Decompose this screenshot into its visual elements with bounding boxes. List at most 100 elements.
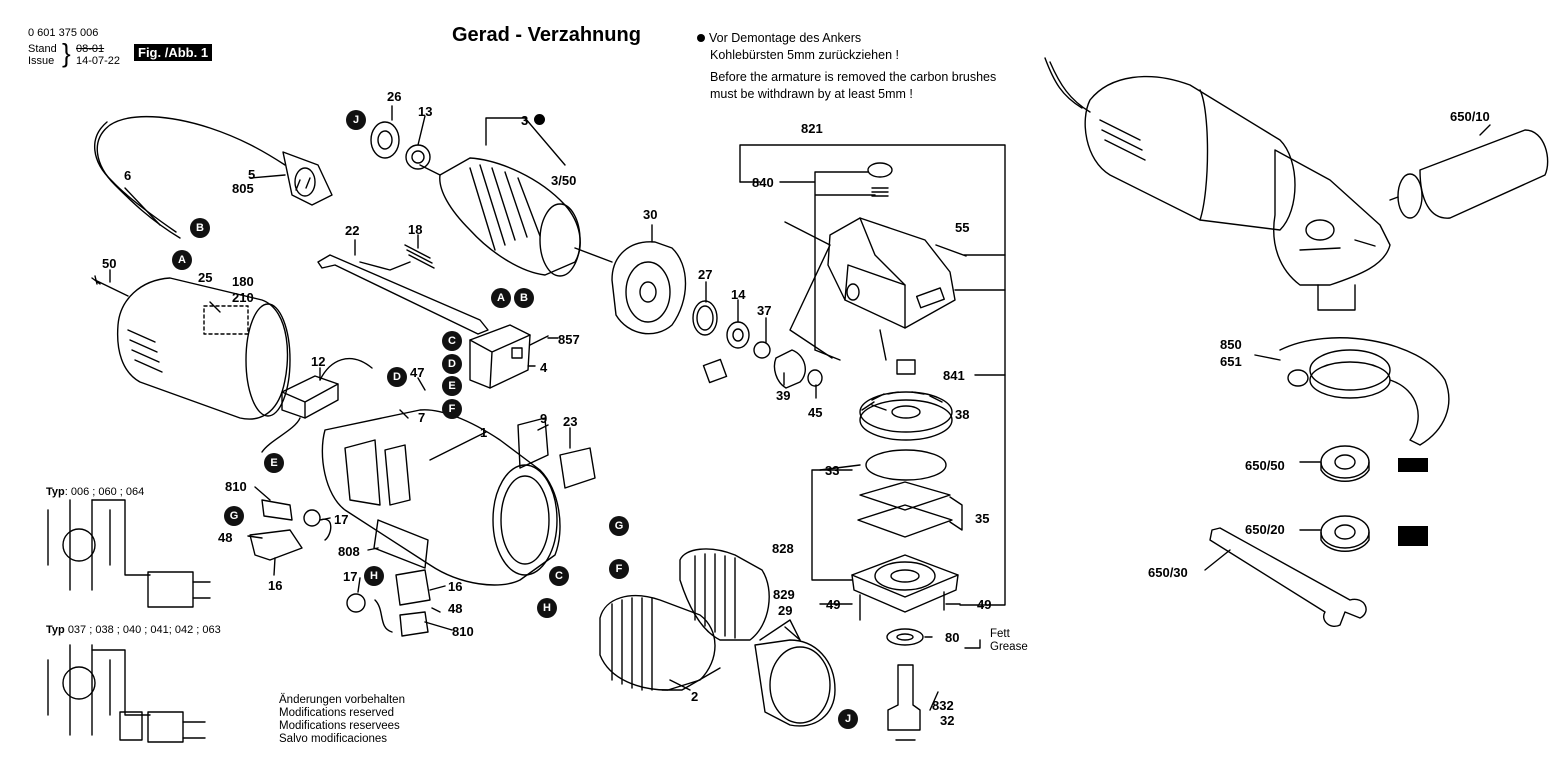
bracket-821 xyxy=(739,144,1006,606)
part-label: 23 xyxy=(563,414,578,429)
connector-badge: J xyxy=(838,709,858,729)
fitting-block xyxy=(1398,458,1428,472)
disclaimer: Änderungen vorbehalten Modifications res… xyxy=(279,694,405,746)
spring-18 xyxy=(404,244,435,269)
slide-switch-23 xyxy=(559,447,596,489)
gasket-upper xyxy=(859,481,951,511)
page-title: Gerad - Verzahnung xyxy=(452,24,641,46)
plug xyxy=(282,151,333,206)
part-label: 22 xyxy=(345,223,360,238)
note-en-line-2: must be withdrawn by at least 5mm ! xyxy=(710,87,913,101)
note-de-line-1: Vor Demontage des Ankers xyxy=(697,30,996,47)
screw-55 xyxy=(935,244,967,257)
connector-badge: H xyxy=(537,598,557,618)
part-label: 1 xyxy=(480,425,488,440)
part-label: 55 xyxy=(955,220,970,235)
gear-head-housing xyxy=(827,217,956,329)
ring-27 xyxy=(692,300,718,336)
disassembly-note: Vor Demontage des Ankers Kohlebürsten 5m… xyxy=(697,30,996,103)
part-label: 4 xyxy=(540,360,548,375)
bullet-icon xyxy=(534,114,545,125)
brush-holder-detail xyxy=(702,358,728,384)
grease-note: Fett Grease xyxy=(990,628,1028,654)
part-label: 3 xyxy=(521,113,529,128)
fan xyxy=(611,241,687,335)
part-label: 18 xyxy=(408,222,423,237)
label-808 xyxy=(373,519,429,569)
issue-date: 14-07-22 xyxy=(76,55,121,67)
connector-badge: B xyxy=(514,288,534,308)
cap-840 xyxy=(867,162,893,178)
stand-label: Stand xyxy=(28,43,57,55)
figure-label: Fig. /Abb. 1 xyxy=(134,44,213,61)
connector-badge: E xyxy=(442,376,462,396)
screw-50 xyxy=(91,275,129,297)
connector-badge: A xyxy=(491,288,511,308)
connector-badge: J xyxy=(346,110,366,130)
bevel-gear xyxy=(859,391,953,441)
connector-badge: G xyxy=(224,506,244,526)
part-label: 50 xyxy=(102,256,117,271)
part-label: 38 xyxy=(955,407,970,422)
bushing-841 xyxy=(896,359,916,375)
part-label: 80 xyxy=(945,630,960,645)
grease-mark xyxy=(964,639,981,649)
part-label: 832 xyxy=(932,698,954,713)
part-label: 650/10 xyxy=(1450,109,1490,124)
disclaimer-fr: Modifications reservees xyxy=(279,720,400,732)
bullet-icon xyxy=(697,34,705,42)
nut-45 xyxy=(807,369,823,387)
part-label: 840 xyxy=(752,175,774,190)
part-label: 9 xyxy=(540,411,548,426)
spanner xyxy=(1209,527,1367,627)
mounting-flange xyxy=(1320,515,1370,552)
armature xyxy=(419,157,613,277)
part-label: 29 xyxy=(778,603,793,618)
typ-label-2: Typ 037 ; 038 ; 040 ; 041; 042 ; 063 xyxy=(46,624,221,636)
bearing-13 xyxy=(405,144,431,170)
pinion-39 xyxy=(773,349,806,389)
screw-pin xyxy=(879,329,887,361)
field-coil xyxy=(599,548,770,691)
disclaimer-de: Änderungen vorbehalten xyxy=(279,694,405,706)
motor-cover xyxy=(116,277,291,420)
part-label: 30 xyxy=(643,207,658,222)
connector-badge: A xyxy=(172,250,192,270)
connector-badge: E xyxy=(264,453,284,473)
part-label: 32 xyxy=(940,713,955,728)
part-label: 47 xyxy=(410,365,425,380)
stand-date: 08-01 xyxy=(76,43,105,55)
part-label: 651 xyxy=(1220,354,1242,369)
ring-37 xyxy=(753,341,771,359)
connector-badge: C xyxy=(549,566,569,586)
gasket-lower xyxy=(857,504,953,538)
plate-9 xyxy=(517,417,549,469)
part-label: 821 xyxy=(801,121,823,136)
power-cord-jacket xyxy=(93,121,177,233)
part-label: 37 xyxy=(757,303,772,318)
connector-badge: D xyxy=(387,367,407,387)
part-label: 49 xyxy=(826,597,841,612)
part-label: 650/50 xyxy=(1245,458,1285,473)
part-label: 7 xyxy=(418,410,426,425)
spring-clip xyxy=(317,244,489,335)
part-label: 650/20 xyxy=(1245,522,1285,537)
part-label: 210 xyxy=(232,290,254,305)
part-label: 6 xyxy=(124,168,132,183)
part-label: 810 xyxy=(225,479,247,494)
fitting-block xyxy=(1398,526,1428,546)
part-label: 17 xyxy=(343,569,358,584)
wiring-diagram-2 xyxy=(47,644,206,743)
brace-icon: } xyxy=(62,38,71,68)
part-label: 48 xyxy=(218,530,233,545)
spindle xyxy=(887,664,921,741)
power-cord xyxy=(96,115,286,239)
part-label: 16 xyxy=(268,578,283,593)
part-label: 25 xyxy=(198,270,213,285)
part-label: 27 xyxy=(698,267,713,282)
washer-80 xyxy=(886,628,924,646)
suppressor-capacitor xyxy=(261,357,373,453)
connector-badge: G xyxy=(609,516,629,536)
part-label: 828 xyxy=(772,541,794,556)
